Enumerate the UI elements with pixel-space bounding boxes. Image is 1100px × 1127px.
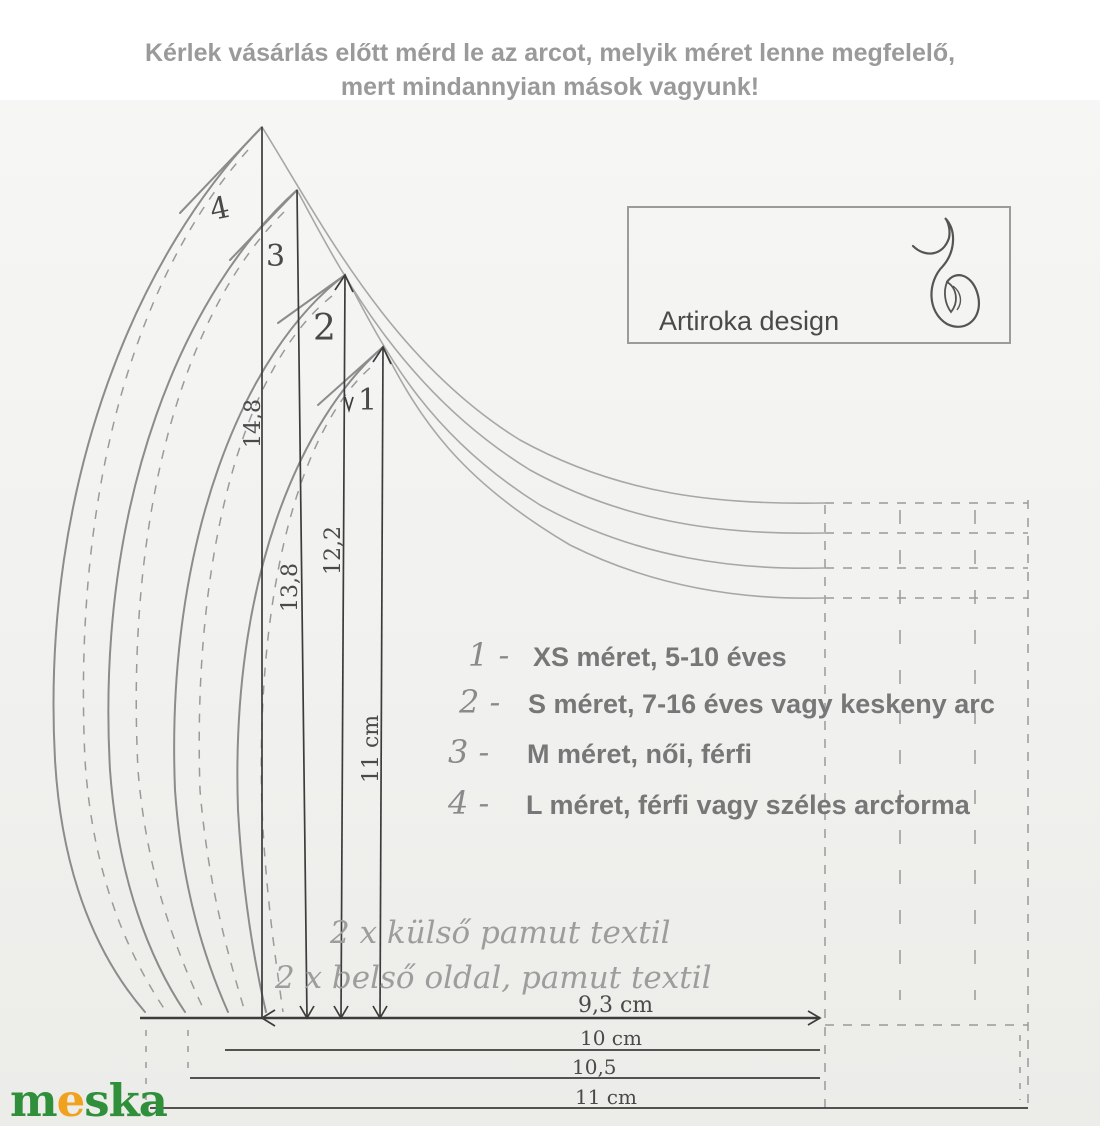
height-labels: 14,8 13,8 12,2 11 cm bbox=[241, 399, 384, 783]
size-marker-2: 2 bbox=[313, 308, 336, 349]
height-label-4: 14,8 bbox=[241, 399, 266, 448]
width-label-4: 11 cm bbox=[575, 1085, 637, 1109]
layer-inner: 2 x belső oldal, pamut textil bbox=[274, 960, 712, 996]
mask-curves-left bbox=[52, 126, 384, 1013]
fabric-layers: 2 x külső pamut textil 2 x belső oldal, … bbox=[274, 915, 712, 996]
mask-curves-right bbox=[261, 126, 826, 600]
brand-box: Artiroka design bbox=[627, 206, 1011, 344]
width-lines bbox=[140, 1009, 1028, 1109]
height-label-3: 13,8 bbox=[278, 563, 303, 612]
brand-name: Artiroka design bbox=[659, 306, 840, 336]
meska-logo: meska bbox=[10, 1074, 168, 1127]
legend-num-2: 2 - bbox=[458, 683, 500, 721]
strap-area-outline bbox=[824, 500, 1029, 1110]
size-legend: 1 - XS méret, 5-10 éves 2 - S méret, 7-1… bbox=[447, 636, 995, 822]
fox-logo-icon bbox=[911, 217, 980, 328]
legend-text-2: S méret, 7-16 éves vagy keskeny arc bbox=[528, 689, 995, 719]
height-lines bbox=[261, 127, 392, 1020]
size-markers: 4 3 2 1 bbox=[207, 190, 377, 418]
logo-part-m: m bbox=[10, 1074, 58, 1127]
layer-outer: 2 x külső pamut textil bbox=[329, 915, 671, 951]
height-label-1: 11 cm bbox=[359, 715, 384, 783]
legend-text-3: M méret, női, férfi bbox=[527, 739, 752, 769]
size-marker-3: 3 bbox=[266, 239, 285, 274]
instruction-header: Kérlek vásárlás előtt mérd le az arcot, … bbox=[0, 36, 1100, 104]
legend-text-1: XS méret, 5-10 éves bbox=[533, 642, 787, 672]
width-labels: 9,3 cm 10 cm 10,5 11 cm bbox=[572, 993, 653, 1109]
width-label-1: 9,3 cm bbox=[578, 993, 653, 1018]
legend-num-1: 1 - bbox=[468, 636, 509, 674]
height-label-2: 12,2 bbox=[321, 526, 346, 575]
width-label-3: 10,5 bbox=[572, 1055, 617, 1079]
instruction-line-2: mert mindannyian mások vagyunk! bbox=[340, 73, 760, 101]
size-marker-1: 1 bbox=[358, 383, 377, 418]
instruction-line-1: Kérlek vásárlás előtt mérd le az arcot, … bbox=[144, 39, 956, 67]
legend-num-4: 4 - bbox=[447, 784, 489, 822]
width-label-2: 10 cm bbox=[580, 1026, 642, 1050]
logo-part-e: e bbox=[56, 1074, 86, 1127]
size-marker-4: 4 bbox=[207, 190, 233, 228]
logo-part-ska: ska bbox=[84, 1074, 168, 1127]
legend-num-3: 3 - bbox=[448, 733, 489, 771]
legend-text-4: L méret, férfi vagy széles arcforma bbox=[526, 790, 971, 820]
size-cut-lines bbox=[179, 126, 384, 406]
